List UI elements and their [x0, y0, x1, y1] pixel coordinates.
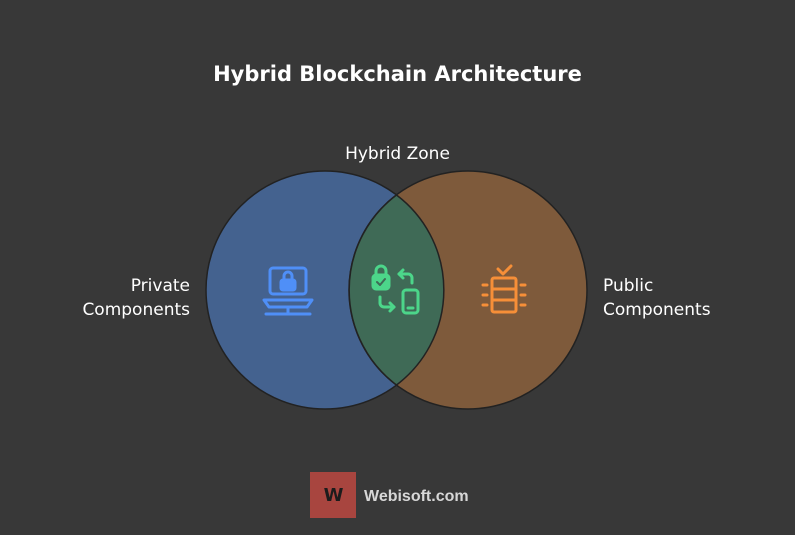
public-label-line2: Components [603, 300, 711, 320]
lock-exchange-mobile-icon [371, 264, 420, 315]
hybrid-overlap [349, 171, 444, 409]
brand-name: Webisoft.com [364, 488, 469, 505]
private-label-line1: Private [130, 276, 190, 296]
brand-watermark: W Webisoft.com [310, 472, 469, 518]
diagram-title: Hybrid Blockchain Architecture [213, 62, 582, 86]
laptop-lock-icon [262, 266, 314, 316]
hybrid-zone-label: Hybrid Zone [345, 144, 450, 164]
webisoft-logo: W [310, 472, 356, 518]
logo-letter: W [323, 484, 344, 506]
private-label-line2: Components [82, 300, 190, 320]
public-components-label: Public Components [603, 274, 711, 322]
server-check-icon [481, 264, 527, 314]
overlap-outline [348, 194, 445, 386]
public-label-line1: Public [603, 276, 654, 296]
private-components-label: Private Components [82, 274, 190, 322]
